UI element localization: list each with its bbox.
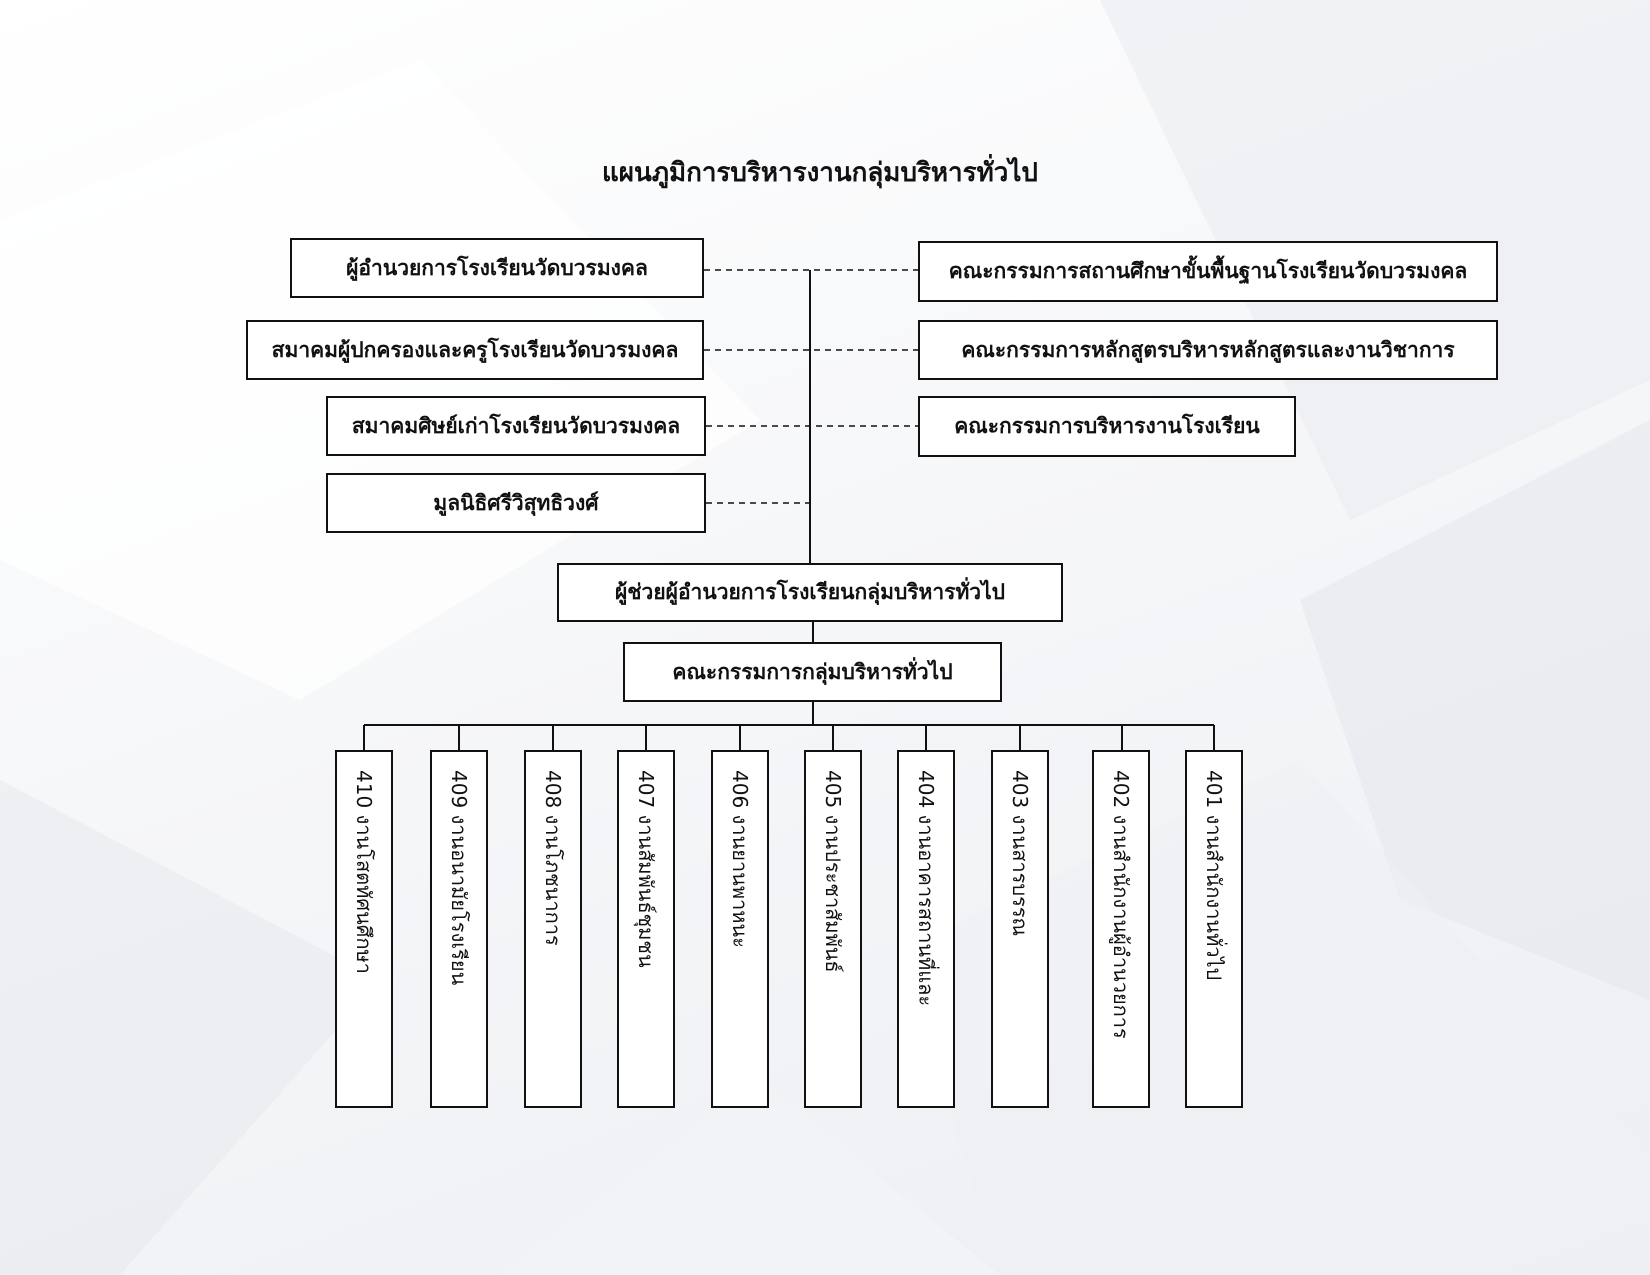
- assistant-director-box: ผู้ช่วยผู้อำนวยการโรงเรียนกลุ่มบริหารทั่…: [557, 563, 1063, 622]
- unit-curriculum-committee: คณะกรรมการหลักสูตรบริหารหลักสูตรและงานวิ…: [918, 320, 1498, 380]
- task-label: 407 งานสัมพันธ์ชุมชน: [634, 770, 658, 968]
- task-label: 409 งานอนามัยโรงเรียน: [447, 770, 471, 986]
- unit-basic-education-board: คณะกรรมการสถานศึกษาขั้นพื้นฐานโรงเรียนวั…: [918, 241, 1498, 302]
- task-box-403: 403 งานสารบรรณ: [991, 750, 1049, 1108]
- unit-parent-teacher-association: สมาคมผู้ปกครองและครูโรงเรียนวัดบวรมงคล: [246, 320, 704, 380]
- unit-director: ผู้อำนวยการโรงเรียนวัดบวรมงคล: [290, 238, 704, 298]
- task-label: 410 งานโสตทัศนศึกษา: [352, 770, 376, 974]
- task-box-404: 404 งานอาคารสถานที่และ: [897, 750, 955, 1108]
- task-label: 404 งานอาคารสถานที่และ: [914, 770, 938, 1007]
- task-box-407: 407 งานสัมพันธ์ชุมชน: [617, 750, 675, 1108]
- task-box-410: 410 งานโสตทัศนศึกษา: [335, 750, 393, 1108]
- task-label: 405 งานประชาสัมพันธ์: [821, 770, 845, 973]
- task-label: 408 งานโภชนาการ: [541, 770, 565, 946]
- task-label: 402 งานสำนักงานผู้อำนวยการ: [1109, 770, 1133, 1039]
- task-box-402: 402 งานสำนักงานผู้อำนวยการ: [1092, 750, 1150, 1108]
- task-box-406: 406 งานยานพาหนะ: [711, 750, 769, 1108]
- unit-school-administration-committee: คณะกรรมการบริหารงานโรงเรียน: [918, 396, 1296, 457]
- committee-box: คณะกรรมการกลุ่มบริหารทั่วไป: [623, 642, 1002, 702]
- task-label: 401 งานสำนักงานทั่วไป: [1202, 770, 1226, 981]
- task-box-405: 405 งานประชาสัมพันธ์: [804, 750, 862, 1108]
- task-box-401: 401 งานสำนักงานทั่วไป: [1185, 750, 1243, 1108]
- chart-title: แผนภูมิการบริหารงานกลุ่มบริหารทั่วไป: [602, 158, 1038, 188]
- unit-alumni-association: สมาคมศิษย์เก่าโรงเรียนวัดบวรมงคล: [326, 396, 706, 456]
- task-label: 406 งานยานพาหนะ: [728, 770, 752, 948]
- task-box-409: 409 งานอนามัยโรงเรียน: [430, 750, 488, 1108]
- task-box-408: 408 งานโภชนาการ: [524, 750, 582, 1108]
- unit-foundation: มูลนิธิศรีวิสุทธิวงศ์: [326, 473, 706, 533]
- task-label: 403 งานสารบรรณ: [1008, 770, 1032, 937]
